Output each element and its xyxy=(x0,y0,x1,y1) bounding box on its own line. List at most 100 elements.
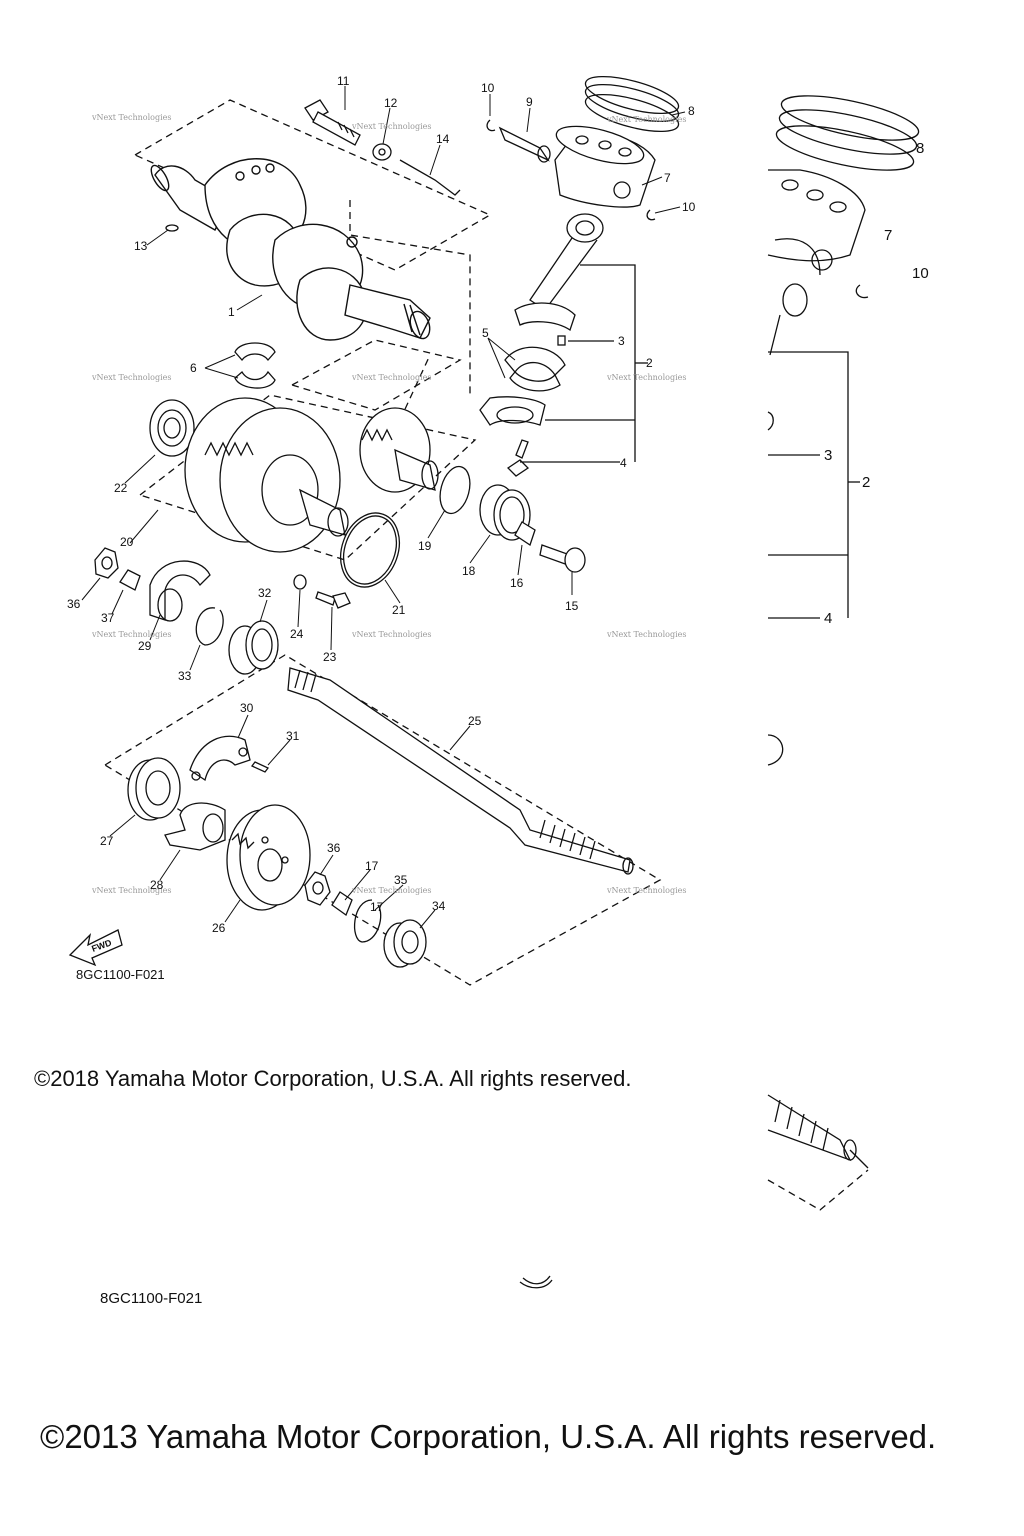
rod-cap xyxy=(479,396,546,426)
callout-16: 16 xyxy=(510,576,524,590)
bolt-11 xyxy=(304,99,361,146)
callout-31: 31 xyxy=(286,729,300,743)
callout-17-lower: 17 xyxy=(370,900,384,914)
gear-2 xyxy=(359,407,439,493)
watermarks: vNext Technologies vNext Technologies vN… xyxy=(91,113,686,895)
bearing-5 xyxy=(504,346,566,392)
overlay-callout-7: 7 xyxy=(884,227,892,244)
lockwasher-37 xyxy=(119,569,141,591)
callout-28: 28 xyxy=(150,878,164,892)
callout-13: 13 xyxy=(134,239,148,253)
callout-24: 24 xyxy=(290,627,304,641)
callout-17: 17 xyxy=(365,859,379,873)
bearing-6 xyxy=(234,342,276,389)
nut-36-lower xyxy=(304,871,331,906)
piece-28 xyxy=(164,802,226,851)
overlay-callout-3: 3 xyxy=(824,447,832,464)
callout-12: 12 xyxy=(384,96,398,110)
watermark: vNext Technologies xyxy=(606,886,686,895)
piston-7 xyxy=(554,125,656,208)
bearing-22 xyxy=(149,399,195,457)
callout-2: 2 xyxy=(646,356,653,370)
gear2-dash-box xyxy=(290,339,462,411)
callout-6: 6 xyxy=(190,361,197,375)
overlay-fragment xyxy=(519,95,920,1289)
screw-31 xyxy=(250,761,270,773)
crankshaft-dash-box xyxy=(133,99,492,271)
bolt-23 xyxy=(315,591,351,609)
watermark: vNext Technologies xyxy=(351,630,431,639)
rod-bolt xyxy=(506,439,530,477)
callout-25: 25 xyxy=(468,714,482,728)
callout-27: 27 xyxy=(100,834,114,848)
watermark: vNext Technologies xyxy=(91,373,171,382)
washer-12 xyxy=(372,143,392,161)
callout-36: 36 xyxy=(67,597,81,611)
overlay-callout-4: 4 xyxy=(824,610,832,627)
callout-23: 23 xyxy=(323,650,337,664)
circlip-35 xyxy=(353,899,382,943)
callout-5: 5 xyxy=(482,326,489,340)
callout-26: 26 xyxy=(212,921,226,935)
bracket-30 xyxy=(189,735,251,782)
callout-20: 20 xyxy=(120,535,134,549)
collar-29 xyxy=(149,560,211,622)
callout-21: 21 xyxy=(392,603,406,617)
bearing-34 xyxy=(383,919,427,968)
callout-11: 11 xyxy=(337,74,350,88)
callout-14: 14 xyxy=(436,132,450,146)
callout-19: 19 xyxy=(418,539,432,553)
washer-24 xyxy=(293,574,307,590)
pin-14 xyxy=(399,159,461,196)
callout-1: 1 xyxy=(228,305,235,319)
callout-10-right: 10 xyxy=(682,200,696,214)
callout-36-lower: 36 xyxy=(327,841,341,855)
copyright-2018: ©2018 Yamaha Motor Corporation, U.S.A. A… xyxy=(34,1066,632,1091)
nut-36 xyxy=(94,547,119,579)
fwd-arrow-icon xyxy=(68,929,123,967)
overlay-callout-10: 10 xyxy=(912,265,929,282)
piston-rings-8 xyxy=(584,75,680,133)
diagram-code-top: 8GC1100-F021 xyxy=(76,967,165,982)
crankshaft xyxy=(150,158,431,341)
shaft-25 xyxy=(287,667,634,875)
watermark: vNext Technologies xyxy=(606,373,686,382)
circlip-33 xyxy=(195,607,224,646)
oring-21 xyxy=(340,512,400,588)
callout-3: 3 xyxy=(618,334,625,348)
connecting-rod xyxy=(514,213,604,332)
callout-7: 7 xyxy=(664,171,671,185)
clip-10a xyxy=(486,119,496,132)
callout-30: 30 xyxy=(240,701,254,715)
overlay-shaft xyxy=(767,1094,869,1211)
callout-18: 18 xyxy=(462,564,476,578)
callout-8: 8 xyxy=(688,104,695,118)
lockwasher-16 xyxy=(514,521,536,547)
key-13 xyxy=(165,224,179,232)
callout-35: 35 xyxy=(394,873,408,887)
watermark: vNext Technologies xyxy=(91,886,171,895)
callout-10-top: 10 xyxy=(481,81,495,95)
callout-22: 22 xyxy=(114,481,128,495)
dowel xyxy=(557,335,566,346)
crank-dash-line xyxy=(349,200,471,395)
watermark: vNext Technologies xyxy=(351,373,431,382)
bearing-32 xyxy=(228,620,279,675)
watermark: vNext Technologies xyxy=(606,115,686,124)
callouts: 1 2 3 4 5 6 7 8 9 10 10 11 12 13 14 15 1… xyxy=(67,74,696,935)
callout-29: 29 xyxy=(138,639,152,653)
diagram-code-bottom: 8GC1100-F021 xyxy=(100,1290,203,1307)
callout-4: 4 xyxy=(620,456,627,470)
bearing-27 xyxy=(127,757,181,821)
watermark: vNext Technologies xyxy=(351,122,431,131)
overlay-callout-8: 8 xyxy=(916,140,924,157)
callout-32: 32 xyxy=(258,586,272,600)
watermark: vNext Technologies xyxy=(91,113,171,122)
watermark: vNext Technologies xyxy=(91,630,171,639)
clip-10b xyxy=(646,209,656,221)
gear-20 xyxy=(184,397,349,553)
callout-33: 33 xyxy=(178,669,192,683)
callout-34: 34 xyxy=(432,899,446,913)
watermark: vNext Technologies xyxy=(606,630,686,639)
